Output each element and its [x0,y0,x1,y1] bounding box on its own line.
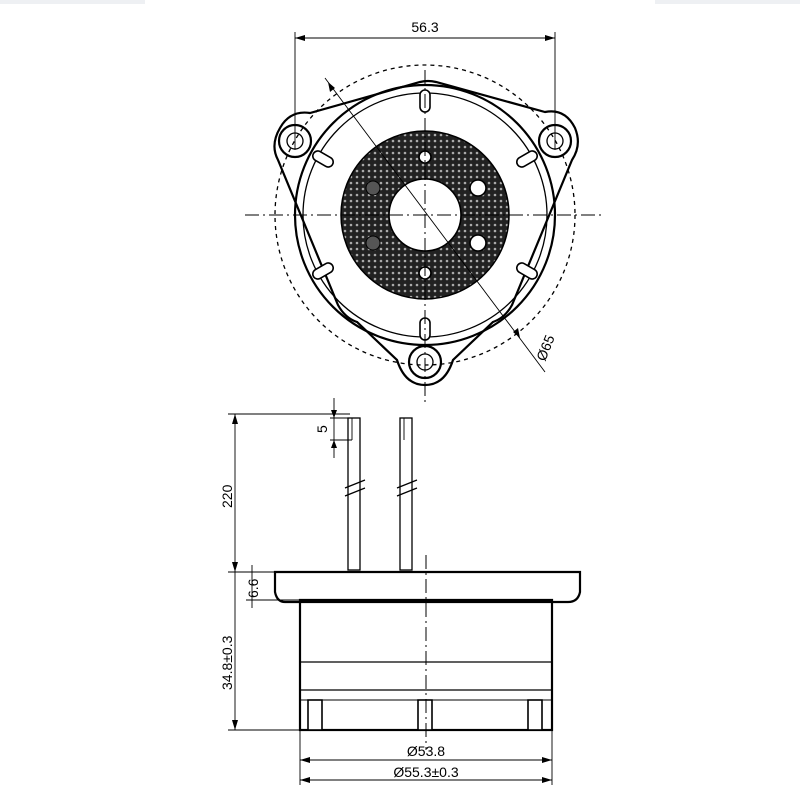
bolt-spacing-dimension: 56.3 [294,19,556,150]
outer-diameter-label: Ø55.3±0.3 [393,764,458,780]
diameter-leader [324,77,546,373]
top-view: 56.3 [245,19,605,405]
flange-thickness-label: 6.6 [245,578,261,598]
contact-hole-left-upper [365,180,381,196]
pin-length-label: 220 [219,484,235,508]
side-feet [307,699,543,731]
pin-tip-label: 5 [314,425,330,433]
body-height-label: 34.8±0.3 [219,635,235,690]
screw-hole-upper-right [469,179,487,197]
contact-hole-left-lower [365,235,381,251]
inner-diameter-label: Ø53.8 [407,743,445,759]
circle-diameter-label: Ø65 [533,332,558,363]
side-flange [273,570,582,604]
flange-outline [273,79,579,387]
bolt-spacing-label: 56.3 [411,19,438,35]
top-right-bar [655,0,800,4]
top-left-bar [0,0,145,4]
screw-hole-lower-right [469,234,487,252]
lead-wires [344,417,418,571]
side-view: 5 220 [219,398,582,785]
